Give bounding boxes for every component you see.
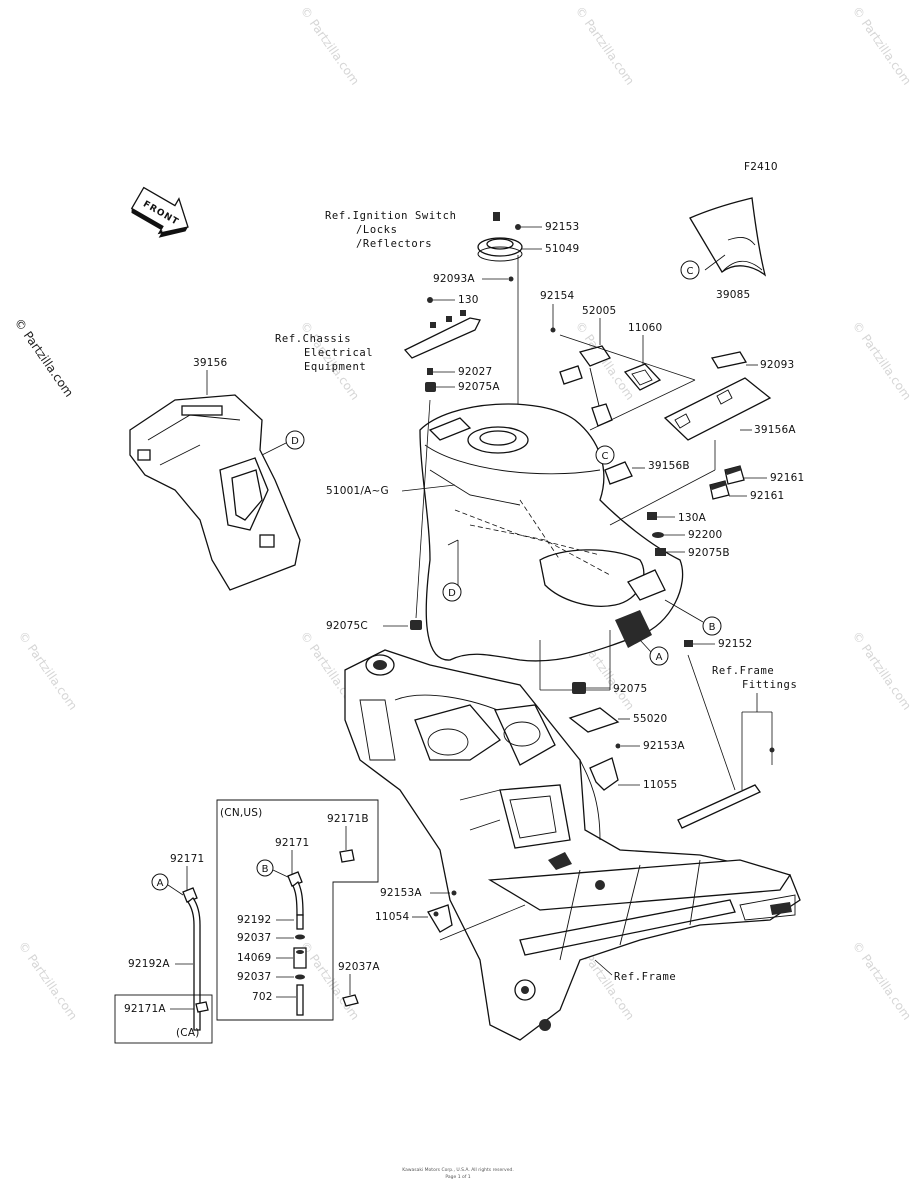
label-11055: 11055 xyxy=(643,779,677,791)
label-92171: 92171 xyxy=(275,837,309,849)
label-55020: 55020 xyxy=(633,713,667,725)
footer: Kawasaki Motors Corp., U.S.A. All rights… xyxy=(402,1167,514,1180)
fuel-pump-group: 92154 52005 11060 xyxy=(540,290,696,431)
label-92093: 92093 xyxy=(760,359,794,371)
label-92027: 92027 xyxy=(458,366,492,378)
label-92171A: 92171A xyxy=(124,1003,166,1015)
footer-line-1: Kawasaki Motors Corp., U.S.A. All rights… xyxy=(402,1167,514,1173)
label-14069: 14069 xyxy=(237,952,271,964)
callout-c-tank: C xyxy=(602,451,609,462)
ref-frame-fittings-1: Ref.Frame xyxy=(712,665,774,677)
watermark: © Partzilla.com xyxy=(850,319,915,403)
motorcycle-frame: Ref.Frame xyxy=(344,649,801,1041)
ref-frame: Ref.Frame xyxy=(614,971,676,983)
ref-chassis: Ref.Chassis xyxy=(275,333,351,345)
label-51001: 51001/A~G xyxy=(326,485,389,497)
label-39156A: 39156A xyxy=(754,424,796,436)
label-92153: 92153 xyxy=(545,221,579,233)
label-39156: 39156 xyxy=(193,357,228,369)
figure-code: F2410 xyxy=(744,161,778,173)
fuel-cap-group: Ref.Ignition Switch /Locks /Reflectors 9… xyxy=(325,210,579,500)
callout-d: D xyxy=(291,436,299,447)
label-92153A-b: 92153A xyxy=(380,887,422,899)
watermark-dark: © Partzilla.com xyxy=(12,316,77,400)
tank-hardware-right: 130A 92200 92075B B 92152 A xyxy=(609,440,752,666)
callout-d-tank: D xyxy=(448,588,456,599)
label-92037-b: 92037 xyxy=(237,971,271,983)
label-11060: 11060 xyxy=(628,322,662,334)
chassis-bracket-group: 130 Ref.Chassis Electrical Equipment 920… xyxy=(275,294,500,393)
watermark: © Partzilla.com xyxy=(850,939,915,1023)
watermark: © Partzilla.com xyxy=(573,4,638,88)
label-39085: 39085 xyxy=(716,289,750,301)
label-92037A: 92037A xyxy=(338,961,380,973)
callout-b-inset: B xyxy=(262,864,269,875)
label-92152: 92152 xyxy=(718,638,752,650)
ref-ignition-switch: Ref.Ignition Switch xyxy=(325,210,457,222)
ref-equipment: Equipment xyxy=(304,361,366,373)
footer-line-2: Page 1 of 1 xyxy=(445,1174,470,1180)
pad-group-right: 92093 39156A 39156B 92161 92161 xyxy=(604,351,804,502)
part-92075C-group: 92075C xyxy=(326,399,431,632)
label-702: 702 xyxy=(252,991,273,1003)
label-11054: 11054 xyxy=(375,911,410,923)
left-hose-group: 92171 A 92192A xyxy=(128,853,204,1031)
label-92161-a: 92161 xyxy=(770,472,804,484)
variant-label-ca: (CA) xyxy=(176,1027,200,1039)
variant-label-cn-us: (CN,US) xyxy=(220,807,262,819)
label-92154: 92154 xyxy=(540,290,575,302)
watermark: © Partzilla.com xyxy=(850,4,915,88)
label-92075: 92075 xyxy=(613,683,647,695)
label-39156B: 39156B xyxy=(648,460,690,472)
label-130: 130 xyxy=(458,294,479,306)
label-92093A: 92093A xyxy=(433,273,475,285)
label-92171B: 92171B xyxy=(327,813,369,825)
watermark: © Partzilla.com xyxy=(16,939,81,1023)
watermark: © Partzilla.com xyxy=(850,629,915,713)
label-92075B: 92075B xyxy=(688,547,730,559)
part-39085-cover: 39085 xyxy=(689,197,767,301)
variant-inset-cn-us: (CN,US) 92171B 92171 B 92192 92037 14069… xyxy=(216,799,380,1021)
label-92153A: 92153A xyxy=(643,740,685,752)
callout-c-cover: C xyxy=(687,266,694,277)
ref-electrical: Electrical xyxy=(304,347,373,359)
part-39156-cover: 39156 D xyxy=(129,357,305,591)
watermark: © Partzilla.com xyxy=(298,939,363,1023)
label-92075A: 92075A xyxy=(458,381,500,393)
ref-locks: /Locks xyxy=(356,224,398,236)
label-92200: 92200 xyxy=(688,529,722,541)
variant-inset-ca: 92171A (CA) xyxy=(114,994,213,1044)
part-92075-group: 92075 55020 xyxy=(539,630,667,733)
callout-b-tank: B xyxy=(709,622,716,633)
part-11055-group: 92153A 11055 xyxy=(589,740,685,791)
label-92171-left: 92171 xyxy=(170,853,204,865)
callout-a-tank: A xyxy=(656,652,663,663)
watermark: © Partzilla.com xyxy=(298,4,363,88)
label-51049: 51049 xyxy=(545,243,579,255)
ref-frame-fittings-2: Fittings xyxy=(742,679,797,691)
label-52005: 52005 xyxy=(582,305,616,317)
label-130A: 130A xyxy=(678,512,707,524)
watermark: © Partzilla.com xyxy=(16,629,81,713)
label-92075C: 92075C xyxy=(326,620,368,632)
ref-reflectors: /Reflectors xyxy=(356,238,432,250)
front-direction-arrow: FRONT xyxy=(130,186,189,238)
label-92037: 92037 xyxy=(237,932,271,944)
label-92192: 92192 xyxy=(237,914,271,926)
fuel-tank: 51001/A~G C C D xyxy=(326,260,700,662)
frame-fittings-group: Ref.Frame Fittings xyxy=(677,654,797,829)
label-92192A: 92192A xyxy=(128,958,170,970)
part-11054-group: 92153A 11054 xyxy=(375,887,526,941)
label-92161-b: 92161 xyxy=(750,490,784,502)
callout-a-inset: A xyxy=(157,878,164,889)
